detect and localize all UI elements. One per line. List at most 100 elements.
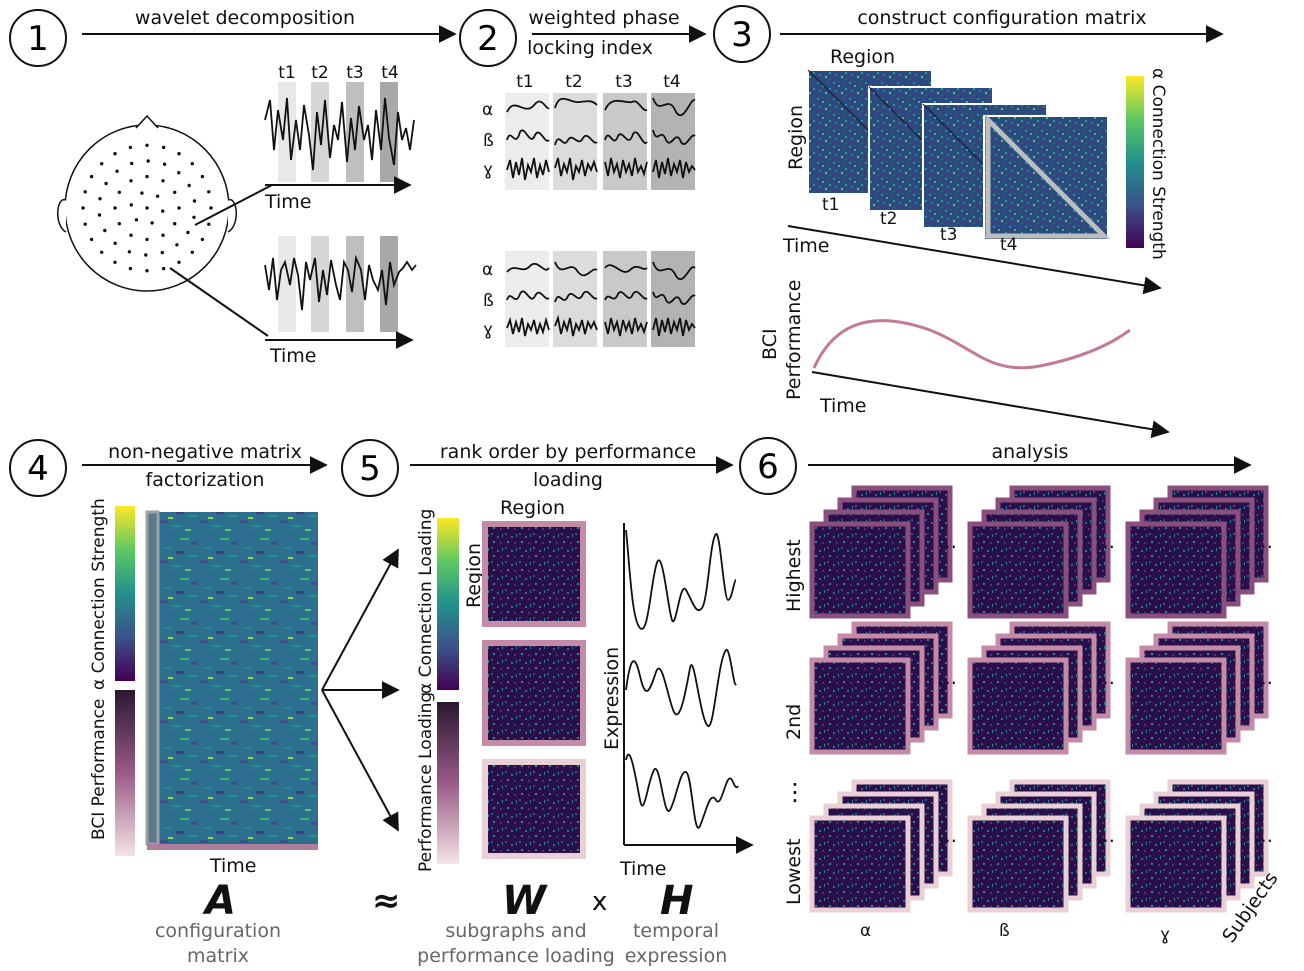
subgraph-stacks: ……………………… (809, 485, 1273, 913)
electrode (200, 174, 205, 179)
window-t1 (278, 82, 296, 182)
col-label-gamma: ɣ (1160, 925, 1170, 945)
window-t3 (346, 82, 364, 182)
window-t2-bottom (311, 236, 329, 332)
electrode (162, 162, 167, 166)
step-5-circle (341, 439, 399, 497)
stack-ellipsis: … (938, 667, 957, 689)
step-3-number: 3 (731, 15, 753, 55)
electrode (145, 143, 149, 147)
col-label-alpha: α (860, 921, 871, 941)
panel-2: t1 t2 t3 t4 α ß ɣ α ß ɣ (482, 72, 696, 347)
band-alpha-label: α (482, 100, 493, 120)
p2-window-label-t2: t2 (565, 72, 582, 92)
step-3-header: 3 construct configuration matrix (713, 5, 1224, 63)
step-6-header: 6 analysis (739, 437, 1252, 495)
electrode (144, 253, 148, 257)
step-1-label: wavelet decomposition (135, 7, 355, 29)
electrode (129, 203, 133, 207)
letter-A: A (202, 878, 236, 924)
electrode (200, 237, 205, 242)
stacked-subgraph (809, 815, 911, 913)
stack-ellipsis: … (1254, 531, 1273, 553)
electrode (117, 222, 122, 226)
performance-row (147, 844, 318, 850)
timeseries-bottom: Time (264, 236, 417, 367)
p2-window-label-t3: t3 (615, 72, 632, 92)
stacked-subgraph (809, 521, 911, 619)
step-4-circle (9, 439, 67, 497)
p3-region-top-label: Region (830, 46, 895, 68)
caption-w-line2: performance loading (417, 945, 615, 967)
electrode (207, 222, 211, 226)
electrode (113, 241, 117, 245)
perf-label-line2: Performance (783, 280, 805, 400)
window-label-t1: t1 (278, 63, 295, 83)
stacked-subgraph (967, 815, 1069, 913)
electrode (98, 197, 102, 201)
p5-time-label: Time (619, 858, 667, 880)
expression-trace-2 (625, 649, 737, 727)
stack-ellipsis: … (1254, 667, 1273, 689)
electrode (117, 190, 122, 194)
electrode (173, 190, 177, 194)
row-label-lowest: Lowest (783, 839, 805, 905)
band-block-bottom: α ß ɣ (482, 251, 696, 347)
stacked-subgraph (967, 657, 1069, 755)
step-5-label-line1: rank order by performance (440, 441, 696, 463)
stacked-subgraph (967, 521, 1069, 619)
step-1-number: 1 (27, 19, 49, 59)
p5-colorbar-performance (437, 702, 459, 864)
p3-colorbar-label: α Connection Strength (1148, 68, 1168, 260)
step-6-circle (739, 437, 797, 495)
scalp-head (57, 114, 237, 292)
step-4-header: 4 non-negative matrix factorization (9, 439, 328, 497)
band-beta-label: ß (483, 131, 494, 151)
matrix-label-t1: t1 (822, 195, 839, 215)
band-window-t1 (505, 93, 549, 190)
electrode (207, 190, 211, 194)
electrode (190, 250, 194, 254)
window-label-t4: t4 (381, 63, 398, 83)
p3-colorbar (1126, 76, 1144, 248)
electrode (161, 145, 166, 150)
perf-label-line1: BCI (759, 328, 781, 360)
alpha-trace-top (506, 97, 696, 116)
stack-ellipsis: … (1096, 667, 1115, 689)
caption-w-line1: subgraphs and (445, 920, 586, 942)
p5-colorbar-loading (437, 518, 459, 690)
eeg-trace-bottom (264, 254, 417, 311)
electrode (129, 233, 133, 237)
p4-colorbar-strength (115, 506, 135, 681)
electrode (145, 206, 149, 210)
stack-ellipsis: … (1254, 825, 1273, 847)
electrode (100, 250, 104, 254)
beta-trace-bottom (506, 290, 696, 305)
electrode (134, 218, 139, 222)
gamma-trace-bottom (506, 314, 696, 337)
electrode (130, 161, 134, 166)
approx-symbol: ≈ (372, 881, 401, 921)
panel-1: t1 t2 t3 t4 Time Time (57, 63, 417, 367)
stack-ellipsis: … (1096, 825, 1115, 847)
panel-4: α Connection Strength BCI Performance Ti… (89, 498, 400, 967)
electrode (83, 190, 87, 194)
matrix-label-t2: t2 (880, 209, 897, 229)
p5-expression-label: Expression (601, 647, 623, 750)
stacked-subgraph (1125, 815, 1227, 913)
row-label-highest: Highest (783, 539, 805, 612)
subgraph-2 (482, 640, 586, 746)
fan-arrow-bottom (321, 689, 399, 832)
time-label-bottom: Time (269, 345, 317, 367)
electrode (173, 222, 177, 226)
p4-colorbar-strength-label: α Connection Strength (89, 498, 109, 690)
p3-region-side-label: Region (785, 105, 807, 170)
electrode (146, 159, 150, 163)
window-t4-bottom (380, 236, 398, 332)
electrode (145, 174, 149, 179)
lower-triangle-highlight (985, 113, 1111, 239)
band-window-t2 (553, 93, 597, 190)
panel-5: Region Region α Connection Loading Perfo… (416, 497, 754, 967)
matrix-label-t3: t3 (940, 225, 957, 245)
band-window-t2-bottom (553, 251, 597, 347)
